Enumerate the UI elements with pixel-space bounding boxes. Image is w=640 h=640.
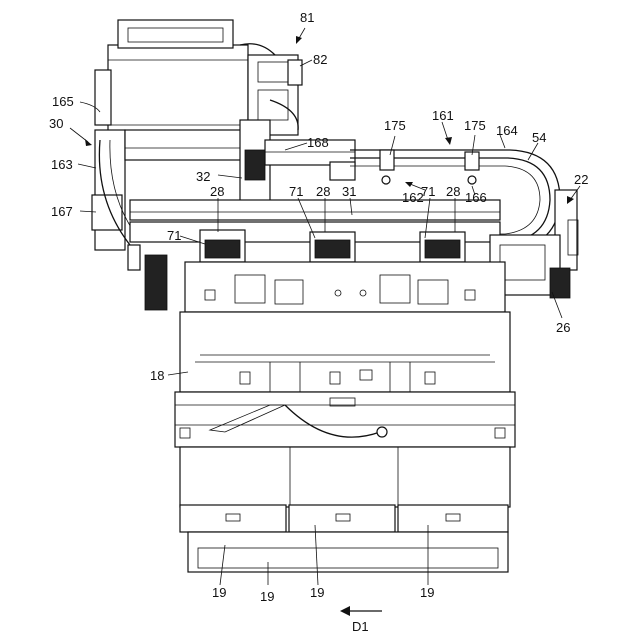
label-32: 32 [196,169,210,184]
label-164: 164 [496,123,518,138]
label-165: 165 [52,94,74,109]
label-31: 31 [342,184,356,199]
label-28-right: 28 [446,184,460,199]
label-166: 166 [465,190,487,205]
label-18: 18 [150,368,164,383]
tray-frame [175,392,515,447]
label-19-first: 19 [212,585,226,600]
main-body [180,262,510,392]
label-168: 168 [307,135,329,150]
top-box-unit [95,20,302,140]
label-167: 167 [51,204,73,219]
label-30: 30 [49,116,63,131]
label-28-middle: 28 [316,184,330,199]
label-161: 161 [432,108,454,123]
label-71-left: 71 [289,184,303,199]
label-19-fourth: 19 [420,585,434,600]
label-82: 82 [313,52,327,67]
label-71-right: 71 [421,184,435,199]
label-22: 22 [574,172,588,187]
label-175-right: 175 [464,118,486,133]
label-81: 81 [300,10,314,25]
label-19-third: 19 [310,585,324,600]
label-54: 54 [532,130,546,145]
label-163: 163 [51,157,73,172]
label-71-lower: 71 [167,228,181,243]
label-19-second: 19 [260,589,274,604]
label-d1-direction: D1 [352,619,369,634]
label-26: 26 [556,320,570,335]
label-28-left: 28 [210,184,224,199]
cassette-group [180,447,510,572]
label-175-left: 175 [384,118,406,133]
